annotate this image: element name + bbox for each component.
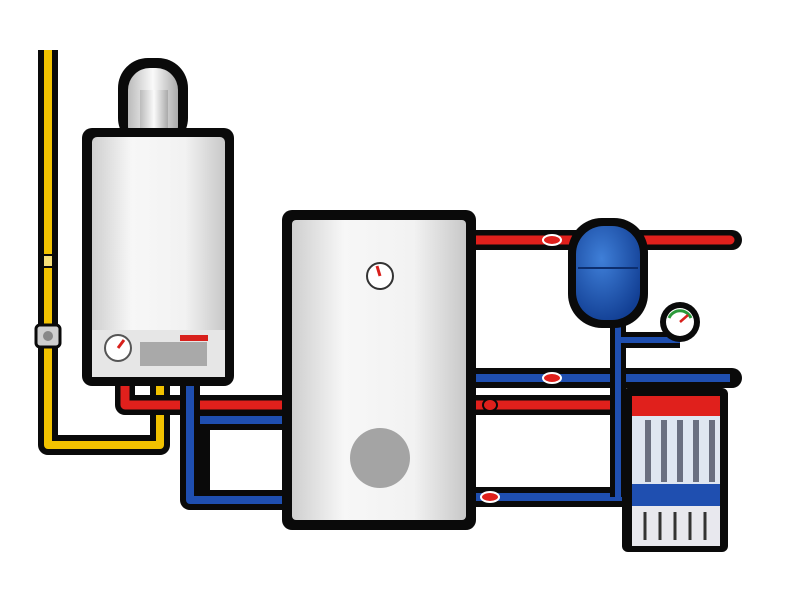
tank-inspection-hatch [350,428,410,488]
hot-water-tank [282,210,476,530]
heating-manifold [622,388,728,552]
boiler-indicator [180,335,208,341]
pressure-gauge-icon [660,302,700,342]
tank-thermometer-icon [366,262,394,290]
pipe-valve-icon [480,234,562,503]
gas-pipe-joint-icon [42,254,54,268]
boiler-gauge-icon [104,334,132,362]
expansion-vessel [568,218,648,328]
gas-valve-icon [34,323,62,349]
wall-boiler [82,58,234,386]
boiler-display [140,342,207,366]
